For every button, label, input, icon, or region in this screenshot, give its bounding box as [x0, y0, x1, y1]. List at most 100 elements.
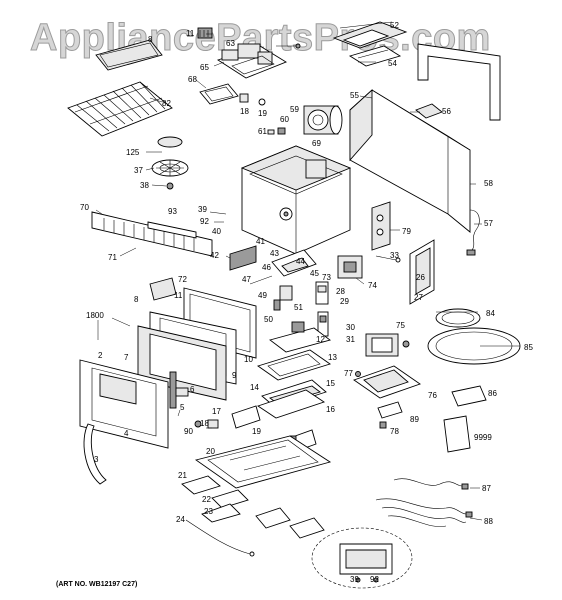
part-small-component-11[interactable] — [197, 27, 213, 39]
callout-label: 11 — [186, 29, 195, 38]
callout-label: 85 — [524, 343, 533, 352]
callout-label: 11 — [174, 291, 183, 300]
callout-label: 22 — [202, 495, 211, 504]
part-stirrer-assembly[interactable] — [151, 136, 189, 190]
callout-label: 1800 — [86, 311, 104, 320]
part-17[interactable] — [231, 405, 261, 429]
part-9999-manual[interactable] — [443, 415, 471, 453]
callout-label: 18 — [200, 419, 209, 428]
callout-label: 78 — [390, 427, 399, 436]
callout-label: 8 — [134, 295, 139, 304]
part-pads-lower[interactable] — [255, 507, 325, 539]
callout-label: 70 — [80, 203, 89, 212]
part-13-plate[interactable] — [256, 349, 332, 381]
part-control-board-79[interactable] — [371, 201, 391, 251]
part-bracket-65[interactable] — [216, 43, 287, 79]
callout-label: 10 — [244, 355, 253, 364]
part-switches-28-29[interactable] — [315, 281, 329, 305]
callout-label: 4 — [124, 429, 129, 438]
callout-label: 86 — [488, 389, 497, 398]
detail-ellipse-view[interactable] — [311, 527, 413, 589]
callout-label: 77 — [344, 369, 353, 378]
part-78-89[interactable] — [377, 401, 403, 429]
part-44-45-bracket[interactable] — [271, 249, 317, 277]
art-number: (ART NO. WB12197 C27) — [56, 581, 137, 588]
part-small-18-19[interactable] — [239, 93, 266, 106]
part-screws-63[interactable] — [276, 43, 301, 49]
callout-label: 50 — [264, 315, 273, 324]
callout-label: 61 — [258, 127, 267, 136]
callout-label: 39 — [198, 205, 207, 214]
callout-label: 12 — [316, 335, 325, 344]
part-56-bracket[interactable] — [415, 103, 443, 119]
part-top-plate[interactable] — [95, 39, 163, 71]
part-outer-case-58[interactable] — [349, 88, 471, 233]
callout-label: 39 — [350, 575, 359, 584]
callout-label: 9 — [232, 371, 237, 380]
part-tray-76[interactable] — [353, 365, 421, 399]
part-49-51[interactable] — [273, 285, 293, 311]
part-61-60[interactable] — [267, 127, 286, 135]
callout-label: 90 — [184, 427, 193, 436]
part-33-wire[interactable] — [375, 255, 401, 263]
callout-label: 33 — [390, 251, 399, 260]
callout-label: 45 — [310, 269, 319, 278]
part-14-15-16[interactable] — [256, 379, 327, 419]
part-12[interactable] — [268, 321, 332, 353]
callout-label: 44 — [296, 257, 305, 266]
part-77-screw[interactable] — [355, 371, 361, 377]
callout-label: 40 — [212, 227, 221, 236]
callout-label: 46 — [262, 263, 271, 272]
part-door-hinge-6-5[interactable] — [169, 371, 189, 409]
callout-label: 21 — [178, 471, 187, 480]
callout-label: 42 — [210, 251, 219, 260]
part-wire-24[interactable] — [185, 519, 255, 557]
callout-label: 68 — [188, 75, 197, 84]
part-vent-52[interactable] — [332, 21, 408, 49]
part-pads-21-22[interactable] — [181, 475, 249, 523]
callout-label: 60 — [280, 115, 289, 124]
callout-label: 20 — [206, 447, 215, 456]
part-42[interactable] — [229, 245, 257, 271]
part-handle-3[interactable] — [83, 423, 107, 485]
part-transformer-75[interactable] — [365, 333, 410, 357]
part-door-2[interactable] — [79, 359, 169, 449]
part-panel-26-27[interactable] — [409, 239, 435, 305]
part-bracket-83[interactable] — [417, 43, 501, 121]
callout-label: 88 — [484, 517, 493, 526]
part-harness-88[interactable] — [375, 498, 473, 527]
callout-label: 47 — [242, 275, 251, 284]
part-door-8-72[interactable] — [149, 277, 177, 301]
part-69-fan[interactable] — [305, 159, 327, 179]
callout-label: 69 — [312, 139, 321, 148]
part-roller-ring-84[interactable] — [435, 308, 481, 328]
part-magnetron-74[interactable] — [337, 255, 363, 279]
part-rack-82[interactable] — [67, 81, 173, 137]
part-filter-93[interactable] — [147, 221, 197, 239]
callout-label: 58 — [484, 179, 493, 188]
callout-label: 74 — [368, 281, 377, 290]
part-plate-68[interactable] — [199, 83, 239, 105]
callout-label: 57 — [484, 219, 493, 228]
callout-label: 38 — [140, 181, 149, 190]
callout-label: 89 — [410, 415, 419, 424]
callout-label: 9999 — [474, 433, 492, 442]
callout-label: 24 — [176, 515, 185, 524]
callout-label: 19 — [252, 427, 261, 436]
callout-label: 52 — [390, 21, 399, 30]
part-blower-59[interactable] — [303, 105, 343, 135]
part-86-card[interactable] — [451, 385, 487, 407]
callout-label: 125 — [126, 148, 140, 157]
callout-label: 18 — [240, 107, 249, 116]
callout-label: 49 — [258, 291, 267, 300]
part-base-plate-20[interactable] — [194, 435, 332, 489]
part-plate-54[interactable] — [348, 45, 402, 67]
callout-label: 73 — [322, 273, 331, 282]
callout-label: 65 — [200, 63, 209, 72]
part-harness-87[interactable] — [393, 478, 469, 490]
callout-label: 26 — [416, 273, 425, 282]
part-power-cord-57[interactable] — [466, 209, 480, 256]
callout-label: 19 — [258, 109, 267, 118]
callout-label: 28 — [336, 287, 345, 296]
part-18-90[interactable] — [194, 419, 219, 429]
